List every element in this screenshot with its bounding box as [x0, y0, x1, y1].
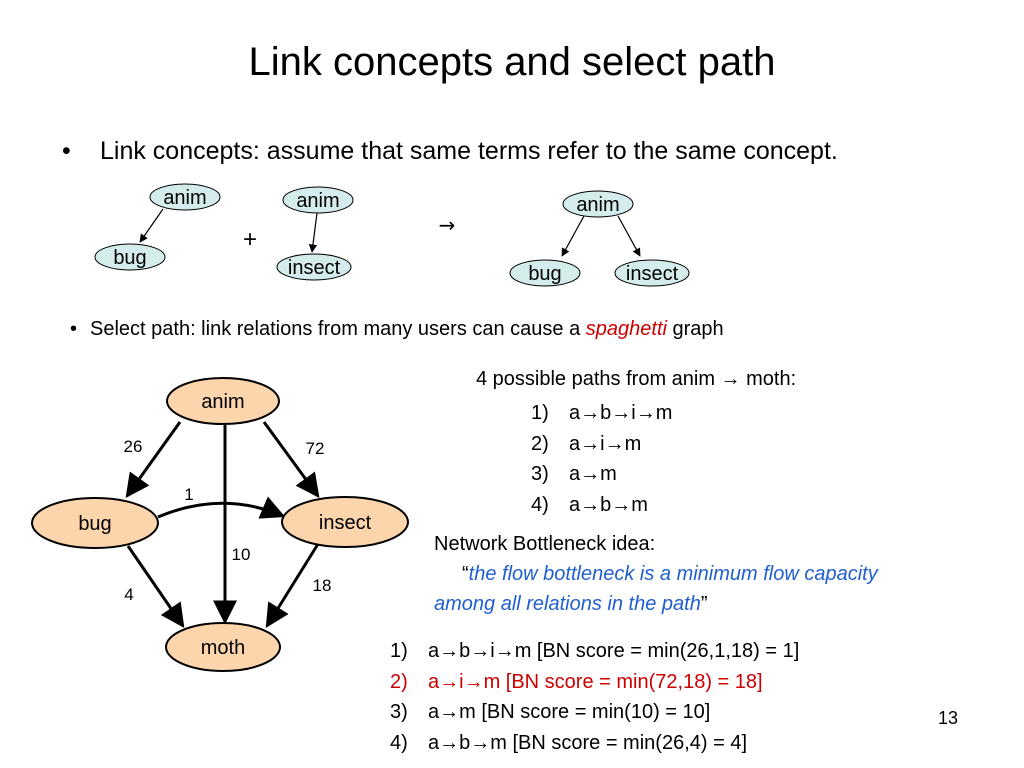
mini3-label-anim: anim: [576, 194, 619, 216]
mini2-edge: [308, 212, 318, 253]
score-num: 4): [390, 731, 408, 754]
path-num: 3): [531, 463, 549, 485]
score-text: a→i→m [BN score = min(72,18) = 18]: [428, 670, 763, 693]
close-quote: ”: [700, 593, 708, 615]
mini3-node-bug: [509, 259, 581, 287]
edge-anim-insect: [262, 421, 320, 498]
score-text: a→b→i→m [BN score = min(26,1,18) = 1]: [428, 640, 800, 662]
mini-graph-1: anim bug: [94, 183, 221, 271]
path-num: 1): [531, 402, 549, 424]
edge-bug-insect: [157, 496, 286, 519]
score-item: 1) a→b→i→m [BN score = min(26,1,18) = 1]: [390, 636, 799, 667]
mini-graph-2: anim insect: [276, 186, 354, 281]
mini3-edge-insect: [617, 215, 641, 257]
weight-bug-moth: 4: [124, 585, 133, 604]
path-item: 1) a→b→i→m: [531, 398, 672, 429]
path-text: a→b→i→m: [569, 402, 673, 424]
mini1-label-anim: anim: [163, 187, 206, 209]
weight-bug-insect: 1: [184, 485, 193, 504]
mini2-node-insect: [276, 253, 352, 281]
bottleneck-definition-2: among all relations in the path: [434, 593, 701, 615]
node-moth: [165, 622, 281, 672]
merge-arrow-icon: →: [439, 213, 456, 237]
mini1-node-anim: [149, 183, 221, 211]
node-label-anim: anim: [201, 391, 244, 413]
score-item: 3) a→m [BN score = min(10) = 10]: [390, 697, 799, 728]
score-num: 2): [390, 670, 408, 693]
slide-title: Link concepts and select path: [248, 40, 776, 84]
mini1-edge: [139, 208, 164, 243]
bottleneck-heading: Network Bottleneck idea:: [434, 533, 656, 555]
page-number: 13: [938, 708, 959, 728]
path-num: 2): [531, 432, 549, 455]
bottleneck-definition-1: the flow bottleneck is a minimum flow ca…: [468, 563, 878, 585]
path-item: 3) a→m: [531, 459, 672, 490]
mini2-node-anim: [282, 186, 354, 214]
bullet2-text-before: Select path: link relations from many us…: [90, 318, 586, 340]
edge-insect-moth: [265, 543, 320, 629]
mini-graph-3: anim bug insect: [509, 190, 690, 287]
mini1-node-bug: [94, 243, 166, 271]
big-graph: anim bug insect moth 26 72 1 10 4 18: [31, 377, 409, 672]
score-item: 4) a→b→m [BN score = min(26,4) = 4]: [390, 728, 799, 759]
mini3-node-anim: [562, 190, 634, 218]
weight-anim-moth: 10: [232, 545, 251, 564]
node-anim: [166, 377, 280, 425]
path-item: 2) a→i→m: [531, 429, 672, 460]
score-num: 3): [390, 701, 408, 723]
mini3-edge-bug: [561, 215, 585, 257]
paths-heading: 4 possible paths from anim → moth:: [476, 368, 797, 390]
mini2-label-anim: anim: [296, 190, 339, 212]
score-num: 1): [390, 640, 408, 662]
path-text: a→b→m: [569, 493, 648, 516]
node-insect: [281, 496, 409, 548]
node-bug: [31, 497, 159, 549]
plus-sign: +: [243, 226, 257, 253]
node-label-bug: bug: [78, 513, 111, 535]
bullet-marker-2: •: [70, 318, 78, 340]
open-quote: “: [462, 563, 469, 585]
bullet-text-2: Select path: link relations from many us…: [90, 318, 724, 341]
weight-anim-insect: 72: [306, 439, 325, 458]
path-text: a→i→m: [569, 432, 642, 455]
mini3-label-bug: bug: [528, 263, 561, 285]
score-text: a→m [BN score = min(10) = 10]: [428, 701, 711, 723]
score-text: a→b→m [BN score = min(26,4) = 4]: [428, 731, 748, 754]
mini1-label-bug: bug: [113, 247, 146, 269]
edge-bug-moth: [126, 545, 185, 628]
mini3-node-insect: [614, 259, 690, 287]
bullet2-emphasis: spaghetti: [585, 318, 667, 340]
edge-anim-bug: [125, 421, 182, 498]
node-label-insect: insect: [319, 512, 372, 534]
path-item: 4) a→b→m: [531, 490, 672, 521]
weight-insect-moth: 18: [313, 576, 332, 595]
bullet-text-1: Link concepts: assume that same terms re…: [100, 137, 838, 165]
score-item-highlighted: 2) a→i→m [BN score = min(72,18) = 18]: [390, 667, 799, 698]
bottleneck-quote-line2: among all relations in the path”: [434, 593, 708, 616]
path-text: a→m: [569, 463, 617, 485]
path-num: 4): [531, 493, 549, 516]
mini2-label-insect: insect: [288, 257, 341, 279]
weight-anim-bug: 26: [124, 437, 143, 456]
mini3-label-insect: insect: [626, 263, 679, 285]
bottleneck-quote-line1: “the flow bottleneck is a minimum flow c…: [462, 563, 878, 586]
node-label-moth: moth: [201, 637, 245, 659]
paths-list: 1) a→b→i→m 2) a→i→m 3) a→m 4) a→b→m: [531, 398, 672, 520]
score-list: 1)a→b→i→m [BN score = min(26,1,18) = 1] …: [390, 636, 799, 758]
bullet2-text-after: graph: [666, 318, 724, 340]
bullet-marker-1: •: [62, 137, 71, 165]
